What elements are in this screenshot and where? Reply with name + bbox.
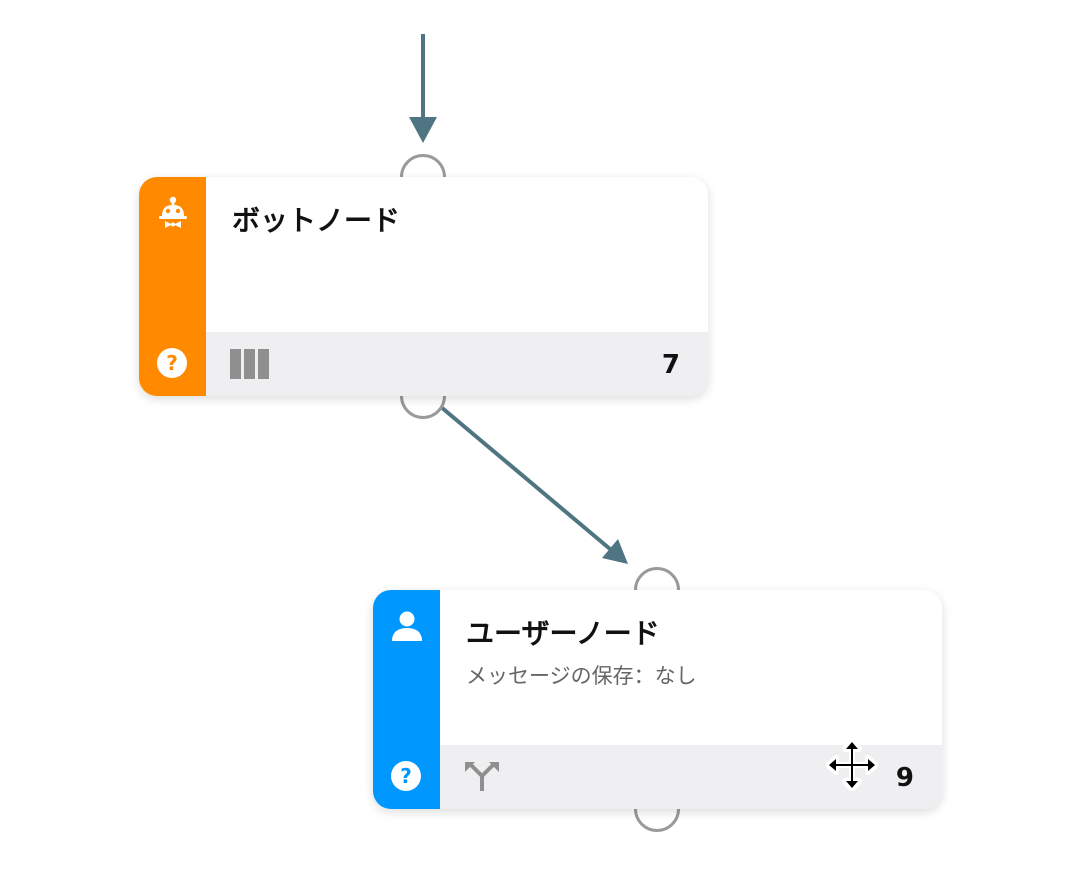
bot-node[interactable]: ? ボットノード 7: [139, 177, 708, 396]
bot-to-user-edge[interactable]: [439, 405, 628, 564]
robot-icon: [159, 196, 187, 228]
incoming-edge[interactable]: [409, 34, 437, 143]
user-node[interactable]: ? ユーザーノード メッセージの保存：なし 9: [373, 590, 942, 809]
user-node-help-icon[interactable]: ?: [391, 761, 421, 791]
user-icon: [392, 611, 422, 641]
branch-icon[interactable]: [462, 759, 502, 793]
bot-node-footer: 7: [206, 332, 708, 396]
bot-node-count: 7: [661, 350, 680, 380]
user-node-footer: 9: [440, 745, 942, 809]
user-node-count: 9: [895, 763, 914, 793]
columns-icon[interactable]: [230, 347, 270, 381]
bot-node-help-icon[interactable]: ?: [157, 348, 187, 378]
user-node-subtitle: メッセージの保存：なし: [466, 664, 697, 688]
user-node-title: ユーザーノード: [466, 617, 660, 650]
move-cursor-icon: [826, 739, 878, 791]
bot-node-title: ボットノード: [232, 204, 401, 237]
